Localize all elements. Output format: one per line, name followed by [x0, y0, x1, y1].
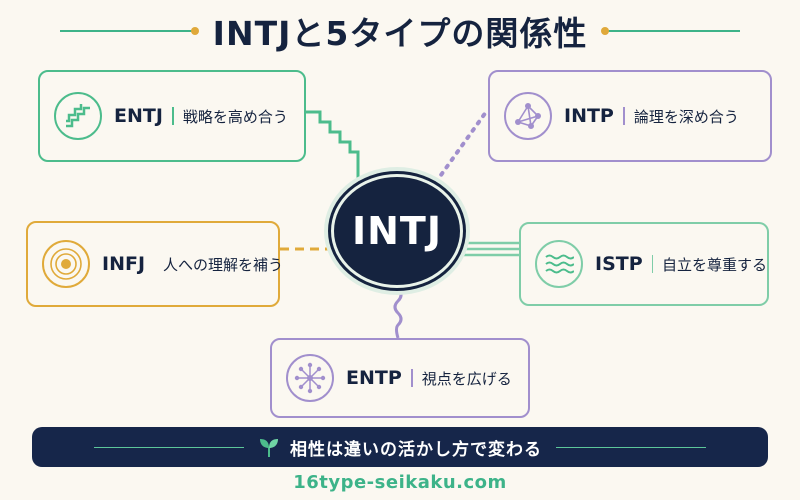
- footer-site-name: 16type-seikaku.com: [293, 472, 507, 493]
- card-intp-desc: 論理を深め合う: [633, 107, 739, 126]
- concentric-circles-icon: [42, 240, 90, 288]
- banner-rule-left: [94, 446, 244, 448]
- card-istp-name: ISTP: [595, 253, 643, 275]
- card-entp-name: ENTP: [346, 367, 402, 389]
- page-title: INTJと5タイプの関係性: [212, 14, 588, 53]
- card-entj-separator: [171, 107, 174, 125]
- card-infj-name: INFJ: [102, 253, 146, 275]
- card-entj-name: ENTJ: [114, 105, 163, 127]
- center-label: INTJ: [351, 209, 442, 253]
- card-entj: ENTJ 戦略を高め合う: [38, 70, 306, 162]
- card-infj: INFJ 人への理解を補う: [26, 221, 284, 307]
- card-intp-separator: [622, 107, 625, 125]
- connector-intp: [434, 110, 488, 184]
- card-intp-name: INTP: [564, 105, 614, 127]
- title-rule-left: [59, 27, 199, 35]
- banner-rule-right: [556, 446, 706, 448]
- waves-icon: [535, 240, 583, 288]
- card-entp: ENTP 視点を広げる: [270, 338, 530, 418]
- card-entp-separator: [410, 369, 413, 387]
- card-infj-desc: 人への理解を補う: [163, 255, 284, 274]
- card-entj-desc: 戦略を高め合う: [182, 107, 288, 126]
- card-istp: ISTP 自立を尊重する: [519, 222, 769, 306]
- card-entp-desc: 視点を広げる: [421, 369, 512, 388]
- stairs-icon: [54, 92, 102, 140]
- sprout-icon: [258, 436, 280, 458]
- title-area: INTJと5タイプの関係性: [0, 8, 800, 54]
- card-istp-desc: 自立を尊重する: [661, 255, 767, 274]
- card-intp: INTP 論理を深め合う: [488, 70, 772, 162]
- connector-istp: [461, 241, 519, 257]
- summary-banner: 相性は違いの活かし方で変わる: [32, 427, 768, 467]
- center-node-intj: INTJ: [331, 174, 463, 288]
- connector-entj: [306, 110, 360, 178]
- card-istp-separator: [651, 255, 653, 273]
- connector-entp: [393, 287, 403, 339]
- title-rule-right: [601, 27, 741, 35]
- banner-text: 相性は違いの活かし方で変わる: [290, 439, 542, 460]
- network-icon: [504, 92, 552, 140]
- radial-burst-icon: [286, 354, 334, 402]
